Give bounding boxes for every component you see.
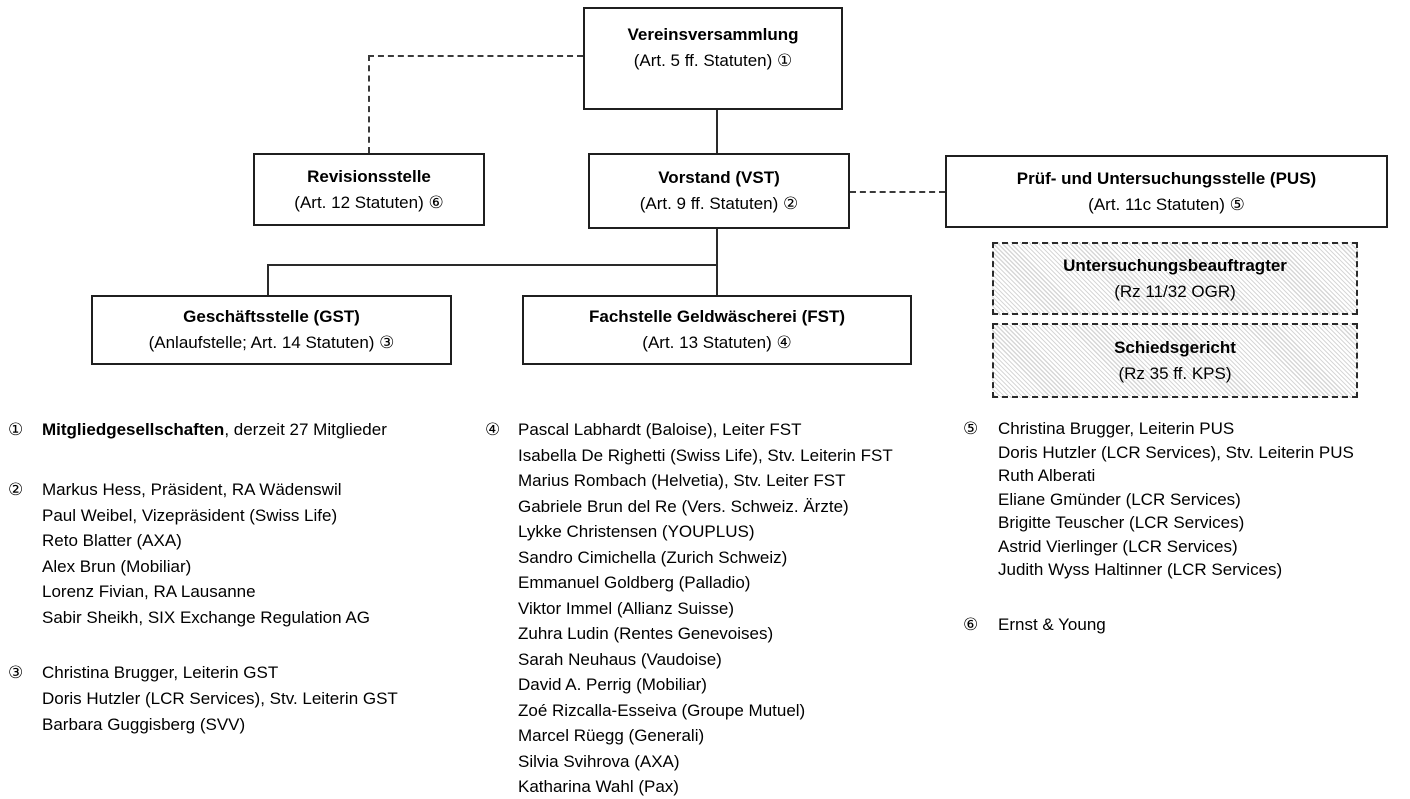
- org-node-schiedsgericht: Schiedsgericht (Rz 35 ff. KPS): [992, 323, 1358, 398]
- footnote-2-marker: ②: [8, 480, 24, 499]
- person-line: Zuhra Ludin (Rentes Genevoises): [518, 624, 774, 643]
- node-subtitle: (Art. 12 Statuten) ⑥: [294, 192, 444, 212]
- person-line: Lykke Christensen (YOUPLUS): [518, 522, 755, 541]
- node-subtitle: (Anlaufstelle; Art. 14 Statuten) ③: [148, 333, 395, 352]
- footnote-1-text: Mitgliedgesellschaften, derzeit 27 Mitgl…: [42, 417, 387, 443]
- person-line: Christina Brugger, Leiterin GST: [42, 663, 279, 682]
- org-node-revisionsstelle: Revisionsstelle (Art. 12 Statuten) ⑥: [253, 153, 485, 226]
- node-title: Prüf- und Untersuchungsstelle (PUS): [1016, 168, 1317, 188]
- person-line: Eliane Gmünder (LCR Services): [998, 489, 1241, 509]
- person-line: Sarah Neuhaus (Vaudoise): [518, 649, 722, 669]
- node-title: Revisionsstelle: [307, 166, 431, 186]
- footnote-3-marker: ③: [8, 663, 24, 682]
- person-line: Ernst & Young: [998, 615, 1106, 634]
- person-line: Christina Brugger, Leiterin PUS: [998, 419, 1235, 438]
- footnote-5: ⑤ Christina Brugger, Leiterin PUS Doris H…: [963, 417, 1354, 582]
- person-line: Sandro Cimichella (Zurich Schweiz): [518, 547, 788, 567]
- footnote-4-lines: Pascal Labhardt (Baloise), Leiter FST Isa…: [518, 417, 893, 799]
- footnote-5-lines: Christina Brugger, Leiterin PUS Doris Hut…: [998, 417, 1354, 582]
- footnote-4: ④ Pascal Labhardt (Baloise), Leiter FST I…: [485, 417, 893, 799]
- person-line: Marcel Rüegg (Generali): [518, 726, 705, 745]
- connector-dashed-vorstand-pus: [850, 191, 945, 193]
- node-title: Schiedsgericht: [1114, 337, 1236, 357]
- person-line: Judith Wyss Haltinner (LCR Services): [998, 560, 1283, 579]
- person-line: Katharina Wahl (Pax): [518, 777, 679, 796]
- node-subtitle: (Art. 5 ff. Statuten) ①: [633, 51, 793, 70]
- footnote-4-marker: ④: [485, 420, 501, 439]
- person-line: Silvia Svihrova (AXA): [518, 751, 680, 771]
- person-line: Ruth Alberati: [998, 466, 1096, 485]
- node-title: Vereinsversammlung: [627, 25, 799, 44]
- footnote-1: ① Mitgliedgesellschaften, derzeit 27 Mit…: [8, 417, 387, 443]
- person-line: Emmanuel Goldberg (Palladio): [518, 573, 751, 592]
- connector-rail-gst-drop: [267, 264, 269, 295]
- node-subtitle: (Rz 35 ff. KPS): [1118, 363, 1232, 383]
- org-node-untersuchungsbeauftragter: Untersuchungsbeauftragter (Rz 11/32 OGR): [992, 242, 1358, 315]
- connector-dashed-vereinsversammlung-revisionsstelle-h: [368, 55, 583, 57]
- connector-vereinsversammlung-vorstand: [716, 110, 718, 153]
- person-line: Pascal Labhardt (Baloise), Leiter FST: [518, 420, 802, 439]
- org-node-vereinsversammlung: Vereinsversammlung (Art. 5 ff. Statuten)…: [583, 7, 843, 110]
- person-line: Viktor Immel (Allianz Suisse): [518, 598, 735, 618]
- org-node-pus: Prüf- und Untersuchungsstelle (PUS) (Art…: [945, 155, 1388, 228]
- node-subtitle: (Art. 13 Statuten) ④: [642, 333, 792, 352]
- person-line: Astrid Vierlinger (LCR Services): [998, 536, 1238, 556]
- footnote-1-lead-rest: , derzeit 27 Mitglieder: [224, 420, 387, 439]
- footnote-5-marker: ⑤: [963, 419, 979, 438]
- org-node-fst: Fachstelle Geldwäscherei (FST) (Art. 13 …: [522, 295, 912, 365]
- footnote-1-lead-bold: Mitgliedgesellschaften: [42, 420, 225, 439]
- org-node-vorstand: Vorstand (VST) (Art. 9 ff. Statuten) ②: [588, 153, 850, 229]
- person-line: Marius Rombach (Helvetia), Stv. Leiter F…: [518, 471, 846, 490]
- footnote-3: ③ Christina Brugger, Leiterin GST Doris H…: [8, 660, 398, 738]
- person-line: Reto Blatter (AXA): [42, 531, 182, 550]
- person-line: Lorenz Fivian, RA Lausanne: [42, 582, 256, 601]
- node-title: Fachstelle Geldwäscherei (FST): [588, 307, 846, 326]
- footnote-6: ⑥ Ernst & Young: [963, 613, 1106, 637]
- person-line: Gabriele Brun del Re (Vers. Schweiz. Ärz…: [518, 496, 849, 516]
- node-title: Untersuchungsbeauftragter: [1063, 255, 1287, 275]
- person-line: Sabir Sheikh, SIX Exchange Regulation AG: [42, 607, 370, 627]
- node-title: Vorstand (VST): [658, 168, 780, 187]
- person-line: Doris Hutzler (LCR Services), Stv. Leite…: [998, 442, 1354, 462]
- person-line: Paul Weibel, Vizepräsident (Swiss Life): [42, 505, 338, 525]
- node-subtitle: (Art. 11c Statuten) ⑤: [1088, 194, 1245, 214]
- person-line: Barbara Guggisberg (SVV): [42, 715, 246, 734]
- person-line: Isabella De Righetti (Swiss Life), Stv. …: [518, 445, 893, 465]
- footnote-6-lines: Ernst & Young: [998, 613, 1106, 637]
- footnote-3-lines: Christina Brugger, Leiterin GST Doris Hut…: [42, 660, 398, 738]
- footnote-1-marker: ①: [8, 420, 24, 439]
- footnote-6-marker: ⑥: [963, 615, 979, 634]
- org-node-gst: Geschäftsstelle (GST) (Anlaufstelle; Art…: [91, 295, 452, 365]
- node-subtitle: (Rz 11/32 OGR): [1114, 281, 1236, 301]
- person-line: Zoé Rizcalla-Esseiva (Groupe Mutuel): [518, 700, 806, 720]
- person-line: Alex Brun (Mobiliar): [42, 556, 192, 576]
- node-title: Geschäftsstelle (GST): [183, 307, 360, 326]
- person-line: David A. Perrig (Mobiliar): [518, 675, 707, 694]
- connector-rail-gst-fst: [267, 264, 718, 266]
- connector-dashed-vereinsversammlung-revisionsstelle-v: [368, 55, 370, 153]
- node-subtitle: (Art. 9 ff. Statuten) ②: [639, 194, 799, 213]
- person-line: Brigitte Teuscher (LCR Services): [998, 513, 1245, 532]
- person-line: Doris Hutzler (LCR Services), Stv. Leite…: [42, 689, 398, 708]
- person-line: Markus Hess, Präsident, RA Wädenswil: [42, 480, 342, 499]
- connector-vorstand-fst: [716, 229, 718, 295]
